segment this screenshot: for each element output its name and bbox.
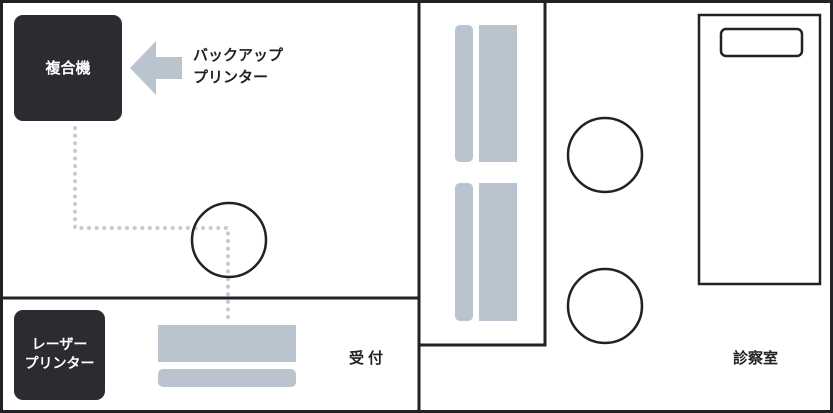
arrow-left-icon [130, 41, 182, 95]
backup-printer-label-line2: プリンター [193, 68, 269, 86]
shelf-upper-narrow [455, 25, 473, 162]
backup-printer-label-line1: バックアップ [193, 46, 284, 64]
shelf-partition-wall [419, 1, 547, 347]
exam-bed-pillow [719, 27, 804, 58]
mfp-label: 複合機 [45, 58, 91, 77]
network-hub-circle [190, 201, 268, 279]
stool-upper [566, 116, 644, 194]
multifunction-printer[interactable]: 複合機 [14, 15, 122, 121]
laser-printer-label-line2: プリンター [24, 356, 95, 372]
reception-label: 受付 [349, 349, 388, 367]
network-cable [73, 126, 230, 324]
exam-bed [697, 13, 822, 286]
shelf-lower-wide [479, 183, 517, 321]
laser-printer[interactable]: レーザー プリンター [14, 310, 105, 400]
exam-room-label: 診察室 [733, 349, 779, 367]
shelf-upper-wide [479, 25, 517, 162]
reception-desk [158, 325, 296, 362]
reception-counter [158, 369, 296, 387]
shelf-lower-narrow [455, 183, 473, 321]
stool-lower [566, 267, 644, 345]
laser-printer-label-line1: レーザー [31, 337, 88, 353]
